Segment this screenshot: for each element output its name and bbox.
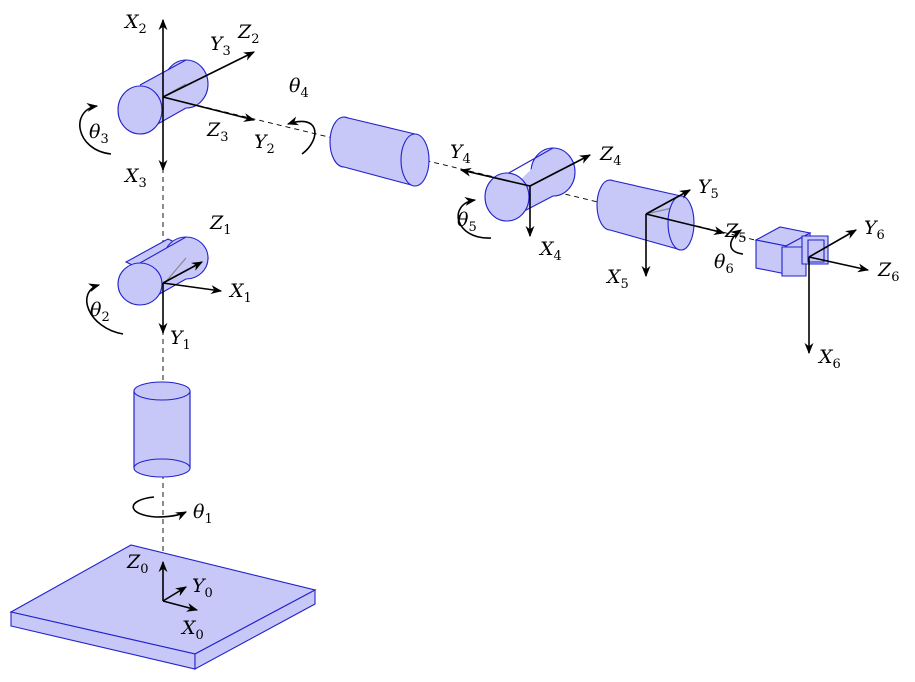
label-z4: Z4 xyxy=(599,143,621,169)
label-x0: X0 xyxy=(180,617,204,643)
label-x2: X2 xyxy=(123,11,147,37)
label-z2: Z2 xyxy=(237,21,259,47)
label-z6: Z6 xyxy=(877,259,899,285)
label-theta3: θ3 xyxy=(89,121,109,147)
label-z1: Z1 xyxy=(209,212,231,238)
label-z5: Z5 xyxy=(724,220,746,246)
frame-0-axes xyxy=(158,560,199,612)
joint-5-cylinder xyxy=(484,147,576,222)
frame-1-axes xyxy=(158,261,223,335)
label-x5: X5 xyxy=(605,266,629,292)
label-x6: X6 xyxy=(817,346,841,372)
frame-6-axes xyxy=(804,229,870,355)
label-y6: Y6 xyxy=(864,217,885,243)
label-theta6: θ6 xyxy=(714,251,734,277)
label-z0: Z0 xyxy=(126,551,148,577)
frame-2-3-axes xyxy=(158,18,256,172)
label-y2: Y2 xyxy=(254,131,275,157)
label-theta2: θ2 xyxy=(90,299,110,325)
link-4-cylinder xyxy=(329,116,430,187)
label-y1: Y1 xyxy=(170,327,191,353)
label-theta5: θ5 xyxy=(457,209,477,235)
gripper xyxy=(754,226,829,277)
label-y3: Y3 xyxy=(210,33,231,59)
label-y0: Y0 xyxy=(192,575,213,601)
label-x1: X1 xyxy=(228,280,252,306)
axis-labels: X2 Y3 Z2 Z3 Y2 X3 θ3 θ4 Z1 X1 Y1 θ2 θ1 Z… xyxy=(89,11,899,643)
label-x4: X4 xyxy=(538,238,562,264)
label-theta1: θ1 xyxy=(193,501,213,527)
label-z3: Z3 xyxy=(206,119,228,145)
label-theta4: θ4 xyxy=(289,75,309,101)
label-y5: Y5 xyxy=(698,176,719,202)
label-x3: X3 xyxy=(123,165,147,191)
rotation-arrows xyxy=(79,103,744,521)
frame-4-5-axes xyxy=(459,154,726,278)
link-1-cylinder xyxy=(133,381,191,478)
label-y4: Y4 xyxy=(450,141,471,167)
